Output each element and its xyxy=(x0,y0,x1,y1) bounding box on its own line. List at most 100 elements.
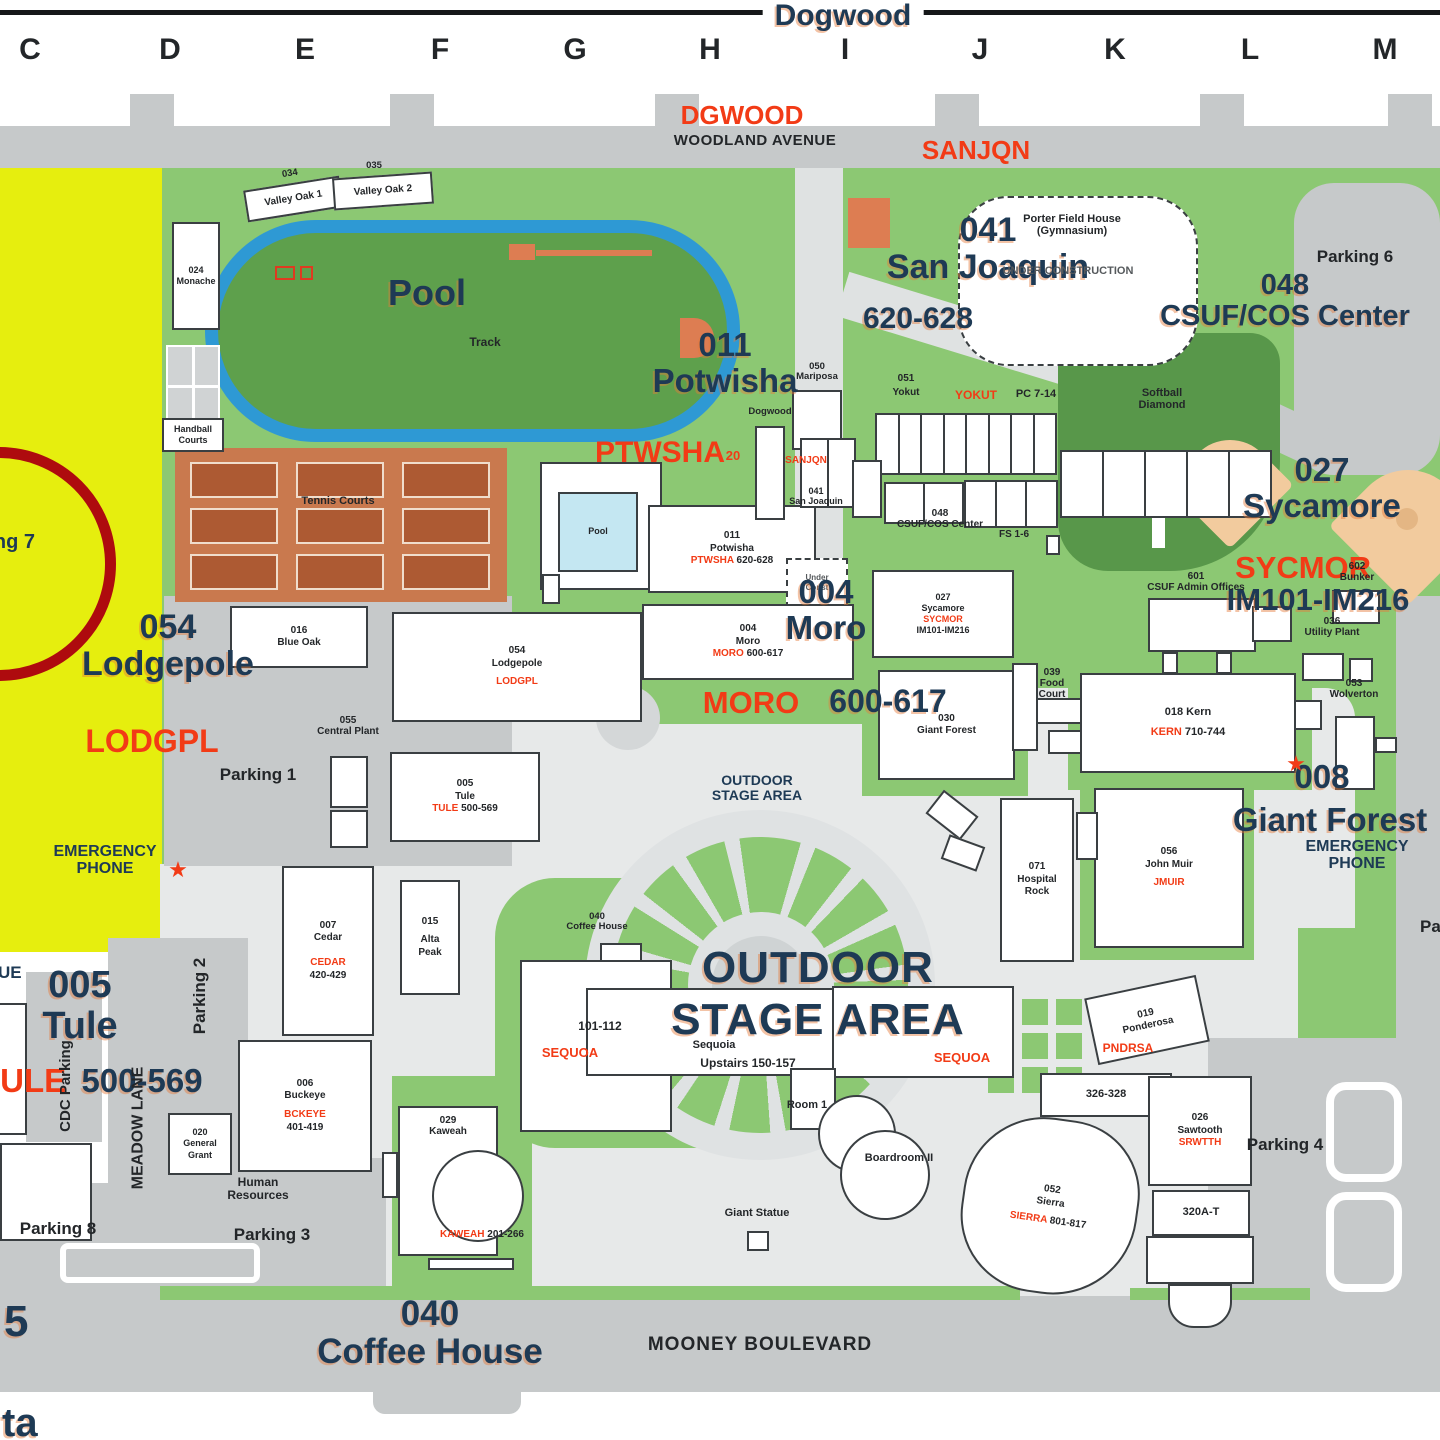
woodland-avenue-road xyxy=(0,126,1440,170)
kaweah-code: KAWEAH 201-266 xyxy=(440,1229,524,1241)
label-011-potwisha-text: Potwisha xyxy=(652,361,798,399)
grid-col-k-text: K xyxy=(1104,33,1126,66)
classroom-unit-c xyxy=(964,480,1058,528)
parking2-label-text: Parking 2 xyxy=(189,957,209,1035)
label-055-central-plant-text: Central Plant xyxy=(317,725,379,737)
building-051-yokut-row-cell xyxy=(877,415,900,473)
building-051-yokut-row-cell xyxy=(945,415,967,473)
building-051-yokut-row xyxy=(875,413,1057,475)
sequoia-name-fragment: Sequoia xyxy=(693,1039,736,1052)
building-006-buckeye-text: Buckeye xyxy=(284,1090,326,1102)
avenue-label-fragment: AVENUE xyxy=(0,963,22,982)
valley-oak-2-number: 035 xyxy=(366,160,382,171)
label-040-small-text: Coffee House xyxy=(566,921,628,933)
label-011-potwisha-text: 011 xyxy=(698,326,752,363)
building-004-moro-text: 600-617 xyxy=(743,648,784,660)
building-053-wolverton xyxy=(1335,716,1375,790)
human-resources-label-text: Human xyxy=(237,1175,279,1189)
parking4-label: Parking 4 xyxy=(1247,1135,1324,1154)
grid-col-j: J xyxy=(972,33,989,66)
track-label-text: Track xyxy=(469,335,501,349)
building-056-john-muir-text: JMUIR xyxy=(1153,877,1185,889)
road-stub-2 xyxy=(390,94,434,130)
parking4-stall-curb-1 xyxy=(1326,1082,1402,1182)
building-027-sycamore-text: 027 xyxy=(935,591,951,602)
bottom-road-bump xyxy=(373,1388,521,1414)
label-040-small-text: 040 xyxy=(589,911,605,922)
parking1-label: Parking 1 xyxy=(220,765,297,784)
parking7-label-fragment: Parking 7 xyxy=(0,531,35,554)
label-008-text: 008 xyxy=(1294,758,1350,795)
building-051-yokut-row-cell xyxy=(967,415,990,473)
label-giant-forest: Giant Forest xyxy=(1233,802,1427,838)
valley-oak-2-number-text: 035 xyxy=(366,160,382,171)
sequoia-upstairs: Upstairs 150-157 xyxy=(700,1057,795,1070)
label-040-coffee-house-text: 040 xyxy=(400,1294,460,1333)
emergency-phone-left-text: PHONE xyxy=(76,860,134,878)
label-048-small-text: CSUF/COS Center xyxy=(896,518,984,530)
road-stub-4 xyxy=(935,94,979,130)
meadow-lane-label: MEADOW LANE xyxy=(129,1067,146,1190)
emergency-star-left-text: ★ xyxy=(168,857,188,882)
label-039-food-court-text: Food xyxy=(1039,677,1065,689)
csuf-admin-stub-2 xyxy=(1216,652,1232,674)
grid-col-g: G xyxy=(563,33,586,66)
kaweah-stub xyxy=(382,1152,398,1198)
left-edge-building-fragment-a xyxy=(0,1003,27,1135)
building-051-yokut-row-cell xyxy=(990,415,1012,473)
building-011-potwisha-text: 011 xyxy=(723,530,741,542)
track-red-marker-1 xyxy=(275,266,295,280)
emergency-star-right: ★ xyxy=(1286,752,1306,776)
building-052-sierra-text: SIERRA xyxy=(1009,1209,1048,1227)
softball-diamond-label-text: Diamond xyxy=(1138,398,1186,411)
baseball-mound xyxy=(1396,508,1418,530)
giant-statue xyxy=(747,1231,769,1251)
grid-col-l-text: L xyxy=(1240,33,1260,66)
porter-field-house-label-text: Porter Field House xyxy=(1023,213,1121,225)
track-bleacher-line xyxy=(536,250,652,256)
yokut-code-text: YOKUT xyxy=(955,388,997,402)
label-054-lodgepole-text: Lodgepole xyxy=(82,644,254,683)
label-600-617-text: 600-617 xyxy=(829,683,947,719)
building-071-hospital-rock-text: 071 xyxy=(1028,861,1046,873)
pool-annex xyxy=(542,574,560,604)
woodland-avenue-label: WOODLAND AVENUE xyxy=(674,132,837,149)
classroom-unit-d xyxy=(1060,450,1272,518)
pool-water: Pool xyxy=(558,492,638,572)
grid-col-f-text: F xyxy=(430,33,450,66)
meadow-lane-label-text: MEADOW LANE xyxy=(129,1066,147,1190)
fragment-ta-text: ta xyxy=(2,1401,38,1440)
kaweah-code-text: KAWEAH xyxy=(440,1229,485,1240)
building-005-tule-text: 005 xyxy=(456,778,474,790)
building-052-sierra-text: 052 xyxy=(1043,1183,1062,1197)
boardroom-circle-2 xyxy=(840,1130,930,1220)
room-1-label-text: Room 1 xyxy=(786,1099,828,1111)
sequoia-upstairs-text: Upstairs 150-157 xyxy=(700,1056,796,1070)
parking2-label: Parking 2 xyxy=(189,957,209,1035)
outdoor-stage-area-big-text: STAGE AREA xyxy=(671,994,965,1044)
theater-building-lower xyxy=(1168,1284,1232,1328)
building-004-moro-text: 004 xyxy=(739,623,757,635)
hedge-strip-1 xyxy=(160,1286,1020,1300)
map-title: Dogwood xyxy=(762,0,924,33)
track-bleacher-box xyxy=(509,244,535,260)
building-007-cedar-text: CEDAR xyxy=(310,957,346,969)
label-004-moro-text: 004 xyxy=(798,573,854,610)
label-036-utility-plant-text: Utility Plant xyxy=(1304,626,1360,638)
under-construction-box-text: Under xyxy=(805,573,829,582)
building-034-valley-oak-1-text: Valley Oak 1 xyxy=(263,188,324,209)
tule-code: TULE xyxy=(0,1063,66,1099)
label-048-csuf-cos-center-text: 048 xyxy=(1260,269,1310,301)
building-018-kern-text: 710-744 xyxy=(1181,726,1226,739)
building-320a-t-text: 320A-T xyxy=(1182,1206,1220,1219)
building-dogwood xyxy=(755,426,785,520)
kaweah-slab xyxy=(428,1258,514,1270)
red-fragment-20: 20 xyxy=(726,448,740,463)
